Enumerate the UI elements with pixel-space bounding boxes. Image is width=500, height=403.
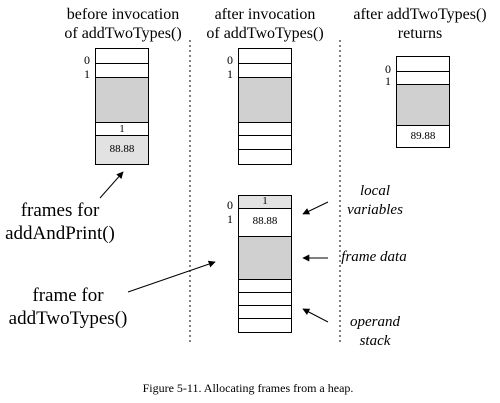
stack1-cell-a: 1	[96, 122, 148, 135]
label-frame-line1: frame for	[32, 285, 104, 306]
column-header-after-invocation: after invocation of addTwoTypes()	[206, 5, 323, 43]
stack3-index-0: 0	[385, 62, 391, 76]
label-frame-line2: addTwoTypes()	[8, 308, 128, 329]
stack4-operand-slot-1	[239, 292, 291, 305]
column-header-after-returns: after addTwoTypes() returns	[353, 5, 486, 43]
stack1-index-0: 0	[84, 53, 90, 67]
stack1-index-1: 1	[84, 67, 90, 81]
column-header-before: before invocation of addTwoTypes()	[64, 5, 181, 43]
stack2-slot-5	[239, 149, 291, 164]
stack2-slot-1	[239, 63, 291, 77]
stack2-index-0: 0	[227, 53, 233, 67]
stack2-slot-4	[239, 135, 291, 149]
label-frames-line2: addAndPrint()	[5, 223, 115, 244]
stack2-frame-data	[239, 77, 291, 122]
stack4-cell-a: 1	[239, 195, 291, 208]
label-operand-stack: operand stack	[350, 313, 400, 351]
label-frame-for-addtwotypes: frame for addTwoTypes()	[9, 284, 128, 330]
stack4-cell-b-value: 88.88	[252, 215, 278, 227]
stack4-index-0: 0	[227, 198, 233, 212]
stack3-frame: 89.88	[396, 56, 450, 148]
label-local-line2: variables	[347, 202, 403, 218]
stack4-frame: 1 88.88	[238, 195, 292, 333]
stack3-frame-data	[397, 84, 449, 125]
arrow-operand-stack	[302, 308, 329, 323]
column-header-before-line1: before invocation	[66, 6, 180, 23]
arrow-local-variables	[302, 201, 329, 215]
label-frames-for-addandprint: frames for addAndPrint()	[5, 199, 115, 245]
figure-caption: Figure 5-11. Allocating frames from a he…	[142, 381, 354, 395]
stack4-operand-slot-0	[239, 279, 291, 292]
label-operand-line1: operand	[350, 314, 400, 330]
stack2-slot-3	[239, 122, 291, 135]
column-header-after-returns-line2: returns	[397, 25, 443, 42]
column-header-before-line2: of addTwoTypes()	[64, 25, 182, 42]
label-local-line1: local	[359, 183, 390, 199]
stack2-frame	[238, 48, 292, 165]
stack4-cell-a-value: 1	[262, 195, 268, 207]
stack1-frame-data	[96, 77, 148, 122]
stack4-cell-b: 88.88	[239, 208, 291, 236]
stack1-slot-1	[96, 63, 148, 77]
stack1-cell-b-value: 88.88	[109, 143, 135, 155]
label-frames-line1: frames for	[20, 200, 100, 221]
stack4-index-1: 1	[227, 212, 233, 226]
column-header-after-returns-line1: after addTwoTypes()	[353, 6, 487, 23]
stack4-frame-data	[239, 236, 291, 279]
stack4-operand-slot-3	[239, 318, 291, 332]
stack2-index-1: 1	[227, 67, 233, 81]
stack4-operand-slot-2	[239, 305, 291, 318]
column-header-after-invocation-line2: of addTwoTypes()	[206, 25, 324, 42]
stack1-frame: 1 88.88	[95, 48, 149, 165]
label-operand-line2: stack	[359, 333, 391, 349]
stack3-index-1: 1	[385, 74, 391, 88]
column-header-after-invocation-line1: after invocation	[214, 6, 316, 23]
stack3-slot-1	[397, 71, 449, 84]
label-frame-data: frame data	[341, 249, 407, 265]
stack1-cell-b: 88.88	[96, 135, 148, 164]
stack1-cell-a-value: 1	[119, 123, 125, 135]
arrow-frame-for-addtwotypes	[127, 260, 216, 293]
stack3-cell-a: 89.88	[397, 125, 449, 147]
stack3-cell-a-value: 89.88	[410, 130, 436, 142]
label-local-variables: local variables	[347, 182, 403, 220]
arrow-frames-for-addandprint	[99, 171, 124, 199]
